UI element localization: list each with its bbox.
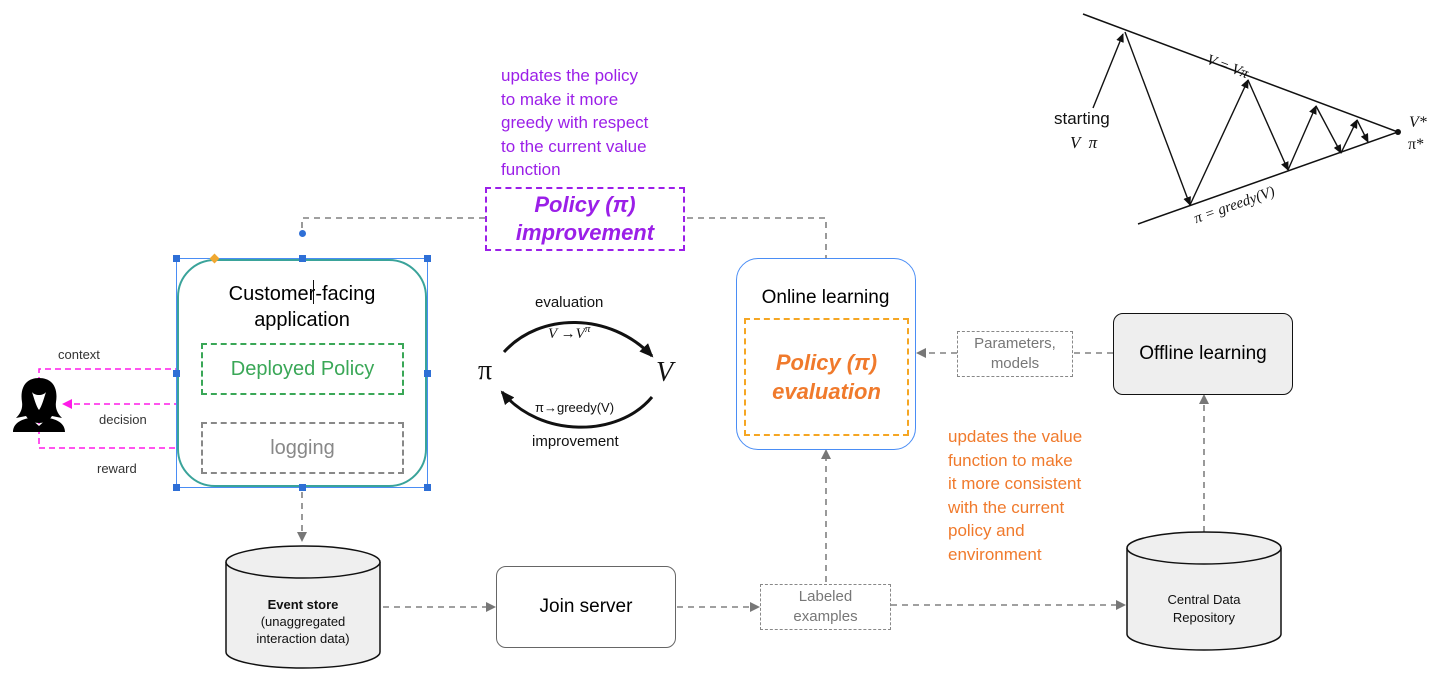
deployed-policy-label: Deployed Policy <box>230 357 375 380</box>
parameters-models-box[interactable]: Parameters, models <box>957 331 1073 377</box>
improvement-note-line: to the current value <box>501 136 647 156</box>
cycle-evaluation-formula-text: V →V <box>548 326 585 342</box>
improvement-note-line: to make it more <box>501 89 619 109</box>
gpi-lines <box>1082 13 1399 225</box>
policy-improvement-box[interactable]: Policy (π) improvement <box>485 187 685 251</box>
policy-improvement-title: Policy (π) <box>534 192 636 217</box>
central-repo-label: Central Data Repository <box>1125 591 1283 627</box>
reward-label: reward <box>97 461 137 476</box>
event-store-line3: interaction data) <box>256 631 350 646</box>
evaluation-note-line: it more consistent <box>948 474 1082 493</box>
improvement-note: updates the policy to make it more greed… <box>501 64 648 182</box>
parameters-models-line2: models <box>990 355 1040 372</box>
deployed-policy-box[interactable]: Deployed Policy <box>201 343 404 395</box>
join-server-title: Join server <box>539 596 633 617</box>
evaluation-note-line: updates the value <box>948 427 1083 446</box>
online-learning-box[interactable]: Online learning <box>736 258 916 450</box>
context-label: context <box>58 347 100 362</box>
improvement-note-line: function <box>501 160 561 179</box>
cycle-evaluation-label: evaluation <box>535 294 604 311</box>
resize-handle[interactable] <box>173 255 180 262</box>
gpi-starting-label: starting <box>1054 109 1110 128</box>
resize-handle[interactable] <box>173 484 180 491</box>
evaluation-note: updates the value function to make it mo… <box>948 425 1082 566</box>
central-repo-line1: Central Data <box>1167 592 1241 607</box>
gpi-convergence-point <box>1395 129 1401 135</box>
resize-handle[interactable] <box>299 255 306 262</box>
gpi-zigzag <box>1092 31 1369 206</box>
labeled-examples-line1: Labeled <box>798 588 853 605</box>
resize-handle[interactable] <box>424 484 431 491</box>
evaluation-note-line: function to make <box>948 450 1073 470</box>
resize-handle[interactable] <box>424 370 431 377</box>
offline-learning-box[interactable]: Offline learning <box>1113 313 1293 395</box>
rotate-handle[interactable] <box>299 230 306 237</box>
resize-handle[interactable] <box>299 484 306 491</box>
improvement-note-line: greedy with respect <box>501 113 649 132</box>
cycle-improvement-formula: π→greedy(V) <box>535 400 615 415</box>
cycle-v-symbol: V <box>656 357 674 388</box>
offline-learning-title: Offline learning <box>1139 343 1267 364</box>
join-server-box[interactable]: Join server <box>496 566 676 648</box>
central-repo-line2: Repository <box>1172 610 1236 625</box>
improvement-to-app-connector <box>301 217 827 258</box>
cycle-evaluation-formula: V →Vπ <box>548 323 590 343</box>
cycle-evaluation-formula-sup: π <box>584 323 591 335</box>
cycle-pi-symbol: π <box>478 355 493 386</box>
gpi-v-star: V* <box>1409 114 1427 131</box>
decision-label: decision <box>99 412 147 427</box>
policy-improvement-subtitle: improvement <box>515 220 655 245</box>
evaluation-note-line: with the current <box>948 497 1065 517</box>
customer-app-title-line1: Customer-facing <box>228 283 376 305</box>
logging-box[interactable]: logging <box>201 422 404 474</box>
logging-label: logging <box>270 436 335 459</box>
gpi-pi-star: π* <box>1408 136 1425 153</box>
customer-app-title-line2: application <box>254 309 350 331</box>
resize-handle[interactable] <box>424 255 431 262</box>
policy-evaluation-title: Policy (π) <box>775 350 878 375</box>
event-store-label: Event store (unaggregated interaction da… <box>224 596 382 647</box>
central-repo-cylinder[interactable] <box>1125 530 1283 654</box>
policy-evaluation-subtitle: evaluation <box>772 379 881 404</box>
evaluation-note-line: policy and <box>948 521 1025 540</box>
event-store-title: Event store <box>267 597 339 612</box>
policy-evaluation-box[interactable]: Policy (π) evaluation <box>744 318 909 436</box>
cycle-improvement-label: improvement <box>532 433 619 450</box>
labeled-examples-box[interactable]: Labeled examples <box>760 584 891 630</box>
online-learning-title: Online learning <box>761 287 890 308</box>
gpi-starting-values: V π <box>1070 133 1098 152</box>
event-store-cylinder[interactable] <box>224 544 384 672</box>
labeled-examples-line2: examples <box>793 608 858 625</box>
event-store-line2: (unaggregated <box>260 614 346 629</box>
resize-handle[interactable] <box>173 370 180 377</box>
improvement-arc <box>500 390 654 429</box>
evaluation-arc <box>502 321 654 358</box>
text-cursor <box>313 280 314 304</box>
improvement-note-line: updates the policy <box>501 66 639 85</box>
evaluation-note-line: environment <box>948 544 1042 564</box>
parameters-models-line1: Parameters, <box>974 335 1056 352</box>
user-icon <box>13 378 65 432</box>
